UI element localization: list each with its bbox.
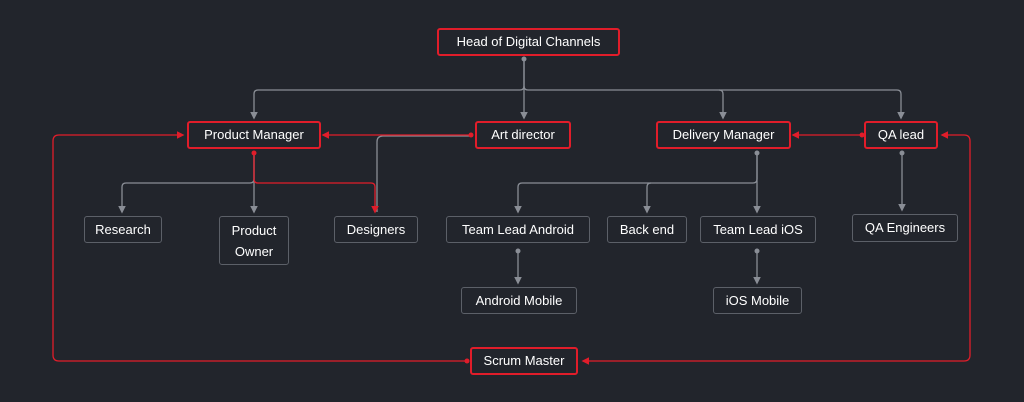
node-art-director: Art director xyxy=(475,121,571,149)
node-designers-label: Designers xyxy=(346,221,406,237)
node-head-of-digital-channels: Head of Digital Channels xyxy=(437,28,620,56)
node-qa-lead: QA lead xyxy=(864,121,938,149)
node-product-owner-label: Product Owner xyxy=(231,222,277,259)
node-designers: Designers xyxy=(334,216,418,243)
red-connector-scrum-master-to-product-manager xyxy=(52,131,467,362)
node-head-of-digital-channels-label: Head of Digital Channels xyxy=(456,34,601,49)
node-scrum-master: Scrum Master xyxy=(470,347,578,375)
node-product-owner: Product Owner xyxy=(219,216,289,265)
node-android-mobile: Android Mobile xyxy=(461,287,577,314)
node-android-mobile-label: Android Mobile xyxy=(475,292,563,308)
node-product-manager-label: Product Manager xyxy=(204,127,304,142)
node-delivery-manager: Delivery Manager xyxy=(656,121,791,149)
connector-head-to-delivery-manager xyxy=(523,85,727,120)
connector-delivery-manager-to-back-end xyxy=(643,182,652,214)
red-connector-scrum-master-to-qa-lead-upper xyxy=(940,131,971,300)
node-team-lead-ios: Team Lead iOS xyxy=(700,216,816,243)
node-scrum-master-label: Scrum Master xyxy=(483,353,565,368)
connector-art-director-to-designers xyxy=(376,135,473,212)
node-art-director-label: Art director xyxy=(491,127,555,142)
node-qa-lead-label: QA lead xyxy=(877,127,925,142)
connector-head-to-product-manager xyxy=(250,59,525,120)
node-back-end-label: Back end xyxy=(619,221,675,237)
node-ios-mobile: iOS Mobile xyxy=(713,287,802,314)
red-connector-scrum-master-to-qa-lead xyxy=(581,300,971,365)
node-product-manager: Product Manager xyxy=(187,121,321,149)
node-delivery-manager-label: Delivery Manager xyxy=(672,127,775,142)
connector-head-to-qa-lead xyxy=(719,89,905,120)
node-qa-engineers-label: QA Engineers xyxy=(864,220,946,235)
node-back-end: Back end xyxy=(607,216,687,243)
connector-delivery-manager-to-team-lead-android xyxy=(514,153,758,214)
node-qa-engineers: QA Engineers xyxy=(852,214,958,242)
node-research: Research xyxy=(84,216,162,243)
node-research-label: Research xyxy=(95,221,151,237)
node-team-lead-ios-label: Team Lead iOS xyxy=(713,221,803,237)
connector-product-manager-to-research xyxy=(118,153,255,214)
red-connector-product-manager-to-designers xyxy=(253,153,379,214)
node-team-lead-android: Team Lead Android xyxy=(446,216,590,243)
node-team-lead-android-label: Team Lead Android xyxy=(461,221,575,237)
node-ios-mobile-label: iOS Mobile xyxy=(725,292,790,308)
